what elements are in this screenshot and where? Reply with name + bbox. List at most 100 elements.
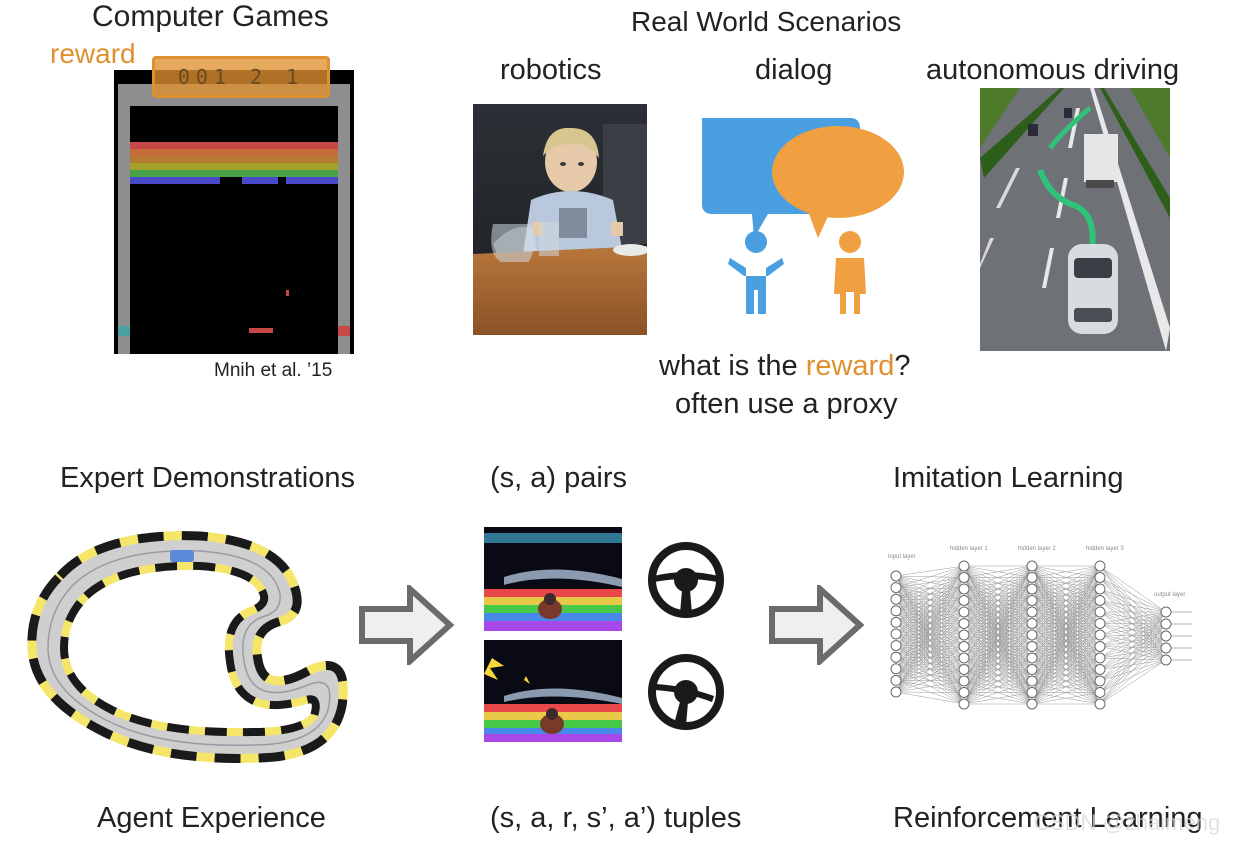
nn-connection [1099, 600, 1167, 613]
nn-connection [895, 600, 965, 693]
nn-node [1026, 641, 1038, 652]
nn-connection [1099, 611, 1167, 705]
nn-node [958, 698, 970, 710]
nn-connection [895, 565, 965, 623]
imitation-learning-label: Imitation Learning [893, 462, 1124, 494]
nn-node [1094, 641, 1106, 652]
nn-connection [1099, 659, 1167, 705]
nn-connection [1099, 611, 1167, 682]
nn-node [1026, 572, 1038, 583]
nn-connection [1099, 588, 1167, 613]
nn-connection [1031, 565, 1101, 682]
nn-connection [1031, 565, 1101, 659]
nn-connection [895, 565, 965, 669]
nn-connection [1031, 588, 1101, 705]
nn-connection [963, 692, 1033, 705]
nn-node [1094, 618, 1106, 629]
nn-connection [963, 565, 1033, 613]
nn-connection [963, 565, 1033, 578]
nn-connection [1099, 623, 1167, 705]
nn-connection [895, 646, 965, 693]
nn-connection [895, 565, 965, 646]
watermark-text: CSDN @zhaimeng [1034, 810, 1221, 835]
nn-node [890, 570, 902, 582]
nn-connection [963, 680, 1033, 705]
nn-connection [1099, 565, 1167, 613]
nn-node [1094, 595, 1106, 606]
nn-layer-label: hidden layer 1 [950, 546, 988, 552]
nn-node [958, 606, 970, 618]
nn-connection [1031, 565, 1101, 670]
nn-connection [895, 680, 965, 693]
orange-person-icon [839, 231, 861, 253]
score-text: 001 2 1 [177, 65, 305, 89]
nn-node [958, 629, 970, 641]
nn-connection [1099, 647, 1167, 705]
nn-node [958, 675, 970, 687]
steering-wheel-icon [646, 540, 726, 620]
nn-connection [963, 588, 1033, 705]
real-world-title: Real World Scenarios [631, 6, 902, 37]
nn-connection [895, 634, 965, 693]
nn-connection [895, 565, 965, 600]
nn-node [1094, 560, 1106, 572]
nn-connection [963, 577, 1033, 705]
expert-demonstrations-label: Expert Demonstrations [60, 462, 355, 494]
nn-node [1026, 698, 1038, 710]
autonomous-driving-photo [980, 88, 1170, 351]
nn-node [1094, 687, 1106, 698]
nn-connection [1099, 635, 1167, 705]
nn-connection [963, 565, 1033, 624]
nn-node [1094, 652, 1106, 664]
nn-node [1094, 698, 1106, 710]
nn-connection [963, 600, 1033, 705]
nn-connection [1031, 565, 1101, 624]
nn-connection [1031, 623, 1101, 705]
nn-node [1026, 606, 1038, 618]
arrow-right-icon [358, 582, 455, 668]
nn-node [890, 616, 902, 628]
sa-pairs-label: (s, a) pairs [490, 462, 627, 494]
nn-connection [1099, 611, 1167, 693]
nn-connection [963, 611, 1033, 705]
nn-node [1094, 606, 1106, 618]
robotics-label: robotics [500, 54, 602, 86]
nn-node [1026, 687, 1038, 698]
nn-connection [963, 565, 1033, 636]
nn-node [890, 582, 902, 594]
question-reward-word: reward [805, 350, 895, 382]
robotics-photo [473, 104, 649, 335]
nn-connection [1031, 565, 1101, 647]
computer-games-title: Computer Games [92, 0, 329, 33]
nn-connection [895, 565, 965, 693]
nn-connection [1031, 646, 1101, 705]
nn-connection [1099, 611, 1167, 624]
nn-node [1094, 675, 1106, 687]
nn-node [1160, 618, 1172, 630]
nn-node [890, 640, 902, 652]
nn-layer-label: hidden layer 3 [1086, 546, 1124, 552]
nn-node [958, 572, 970, 583]
nn-connection [895, 588, 965, 693]
nn-layer-label: input layer [888, 554, 916, 560]
nn-node [1026, 560, 1038, 572]
nn-node [890, 686, 902, 698]
nn-connection [895, 565, 965, 577]
nn-connection [963, 565, 1033, 590]
nn-connection [963, 565, 1033, 670]
nn-connection [1031, 565, 1101, 590]
nn-connection [1031, 565, 1101, 705]
nn-node [1160, 606, 1172, 618]
breakout-game-screenshot [114, 70, 354, 354]
nn-connection [1031, 692, 1101, 705]
nn-connection [1031, 634, 1101, 705]
nn-connection [895, 669, 965, 693]
question-prefix: what is the [659, 350, 806, 382]
nn-connection [895, 611, 965, 693]
nn-connection [895, 565, 965, 681]
nn-connection [1031, 669, 1101, 705]
nn-connection [963, 669, 1033, 705]
nn-connection [1031, 565, 1101, 693]
nn-connection [963, 623, 1033, 705]
nn-connection [1031, 565, 1101, 636]
